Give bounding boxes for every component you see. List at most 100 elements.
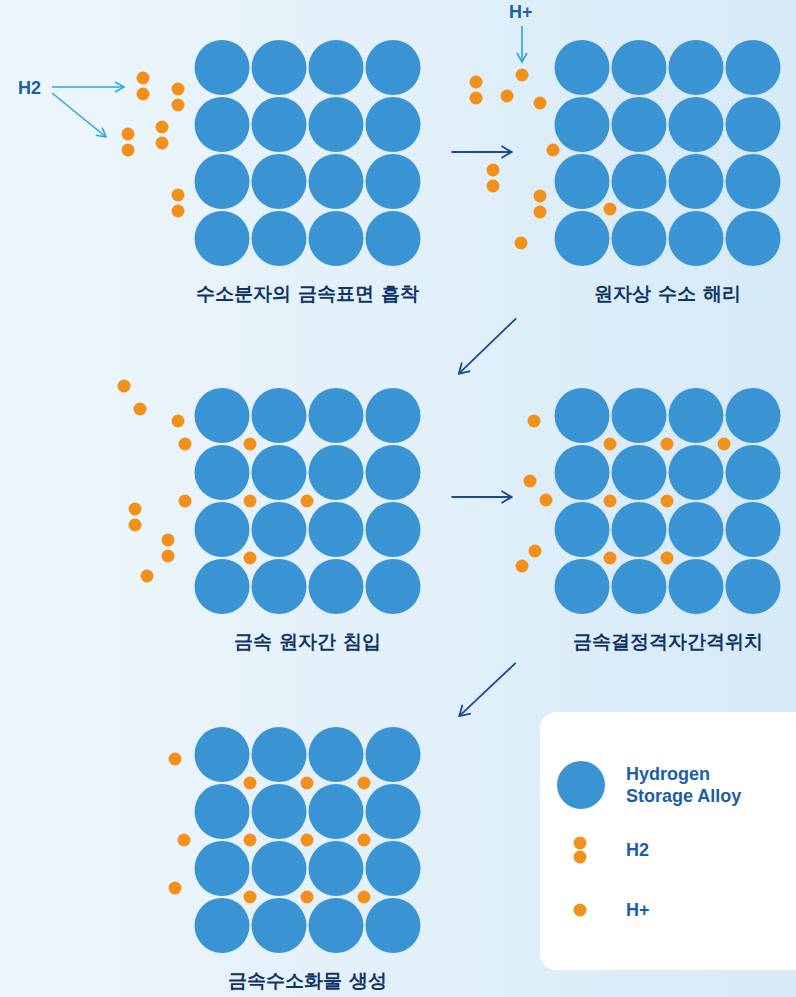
stage-panel: 금속수소화물 생성 [189,721,427,997]
hydrogen-atom [129,519,142,532]
metal-atom [555,154,610,209]
metal-atom [195,841,250,896]
hydrogen-atom [487,180,500,193]
hydrogen-atom [179,438,192,451]
metal-atom [195,97,250,152]
hydrogen-atom [301,495,314,508]
legend-text: Hydrogen Storage Alloy [626,763,751,807]
metal-atom [195,502,250,557]
hydrogen-atom [244,552,257,565]
metal-atom [366,154,421,209]
metal-atom [669,40,724,95]
metal-atom [555,211,610,266]
metal-atom [366,211,421,266]
hydrogen-atom [118,380,131,393]
hydrogen-atom [129,503,142,516]
metal-atom [252,502,307,557]
hydrogen-atom [515,237,528,250]
hydrogen-atom [169,882,182,895]
stage-caption: 원자상 수소 해리 [555,282,781,304]
metal-atom [366,97,421,152]
metal-atom [555,502,610,557]
hydrogen-atom [134,403,147,416]
hydrogen-atom [178,834,191,847]
hydrogen-atom [301,777,314,790]
hydrogen-atom [661,552,674,565]
swatch-dot [557,761,605,809]
metal-atom [309,211,364,266]
hydrogen-atom [661,495,674,508]
metal-atom [195,727,250,782]
metal-atom [309,841,364,896]
metal-atom [309,40,364,95]
leader-arrow [52,86,124,88]
hydrogen-atom [169,753,182,766]
metal-atom [309,727,364,782]
metal-atom [555,40,610,95]
metal-atom [669,388,724,443]
hydrogen-atom [534,97,547,110]
hydrogen-group [118,380,314,583]
process-arrow [459,663,515,716]
process-arrow [452,151,512,153]
metal-atom [726,154,781,209]
hydrogen-atom [301,891,314,904]
metal-atom [726,388,781,443]
grid-area [555,388,781,614]
metal-atom [366,727,421,782]
metal-atom [252,388,307,443]
species-label: H2 [18,78,41,98]
swatch-dot [574,851,587,864]
swatch-dot [574,837,587,850]
metal-atom [555,97,610,152]
hydrogen-atom [172,83,185,96]
hydrogen-atom [244,834,257,847]
metal-atom [669,211,724,266]
metal-atom [366,841,421,896]
hydrogen-atom [604,495,617,508]
metal-atom [252,445,307,500]
leader-arrow [521,26,523,62]
hydrogen-atom [122,144,135,157]
metal-atom [726,40,781,95]
metal-atom [726,97,781,152]
metal-atom [252,40,307,95]
hydrogen-atom [244,495,257,508]
metal-atom [612,502,667,557]
metal-atom [309,388,364,443]
hydrogen-atom [244,891,257,904]
hydrogen-atom [172,415,185,428]
hydrogen-atom [244,438,257,451]
metal-atom [252,97,307,152]
metal-atom [195,445,250,500]
metal-atom [669,502,724,557]
hydrogen-atom [534,206,547,219]
legend-swatch [556,760,606,810]
grid-area [195,40,421,266]
hydrogen-atom [358,834,371,847]
hydrogen-atom [172,189,185,202]
metal-atom [309,154,364,209]
metal-atom [366,40,421,95]
metal-atom [252,154,307,209]
hydrogen-group [470,69,617,250]
metal-atom [252,211,307,266]
hydrogen-group [516,415,731,573]
metal-atom [252,898,307,953]
hydrogen-atom [534,190,547,203]
metal-atom [726,211,781,266]
metal-atom [612,559,667,614]
metal-atom [309,898,364,953]
grid-area [195,727,421,953]
metal-atom [252,841,307,896]
hydrogen-atom [547,144,560,157]
metal-atom [309,502,364,557]
hydrogen-atom [141,570,154,583]
metal-atom [726,445,781,500]
legend-text: H2 [626,839,686,861]
hydrogen-atom [244,777,257,790]
metal-atom [555,388,610,443]
legend-swatch [570,900,590,920]
hydrogen-atom [516,560,529,573]
